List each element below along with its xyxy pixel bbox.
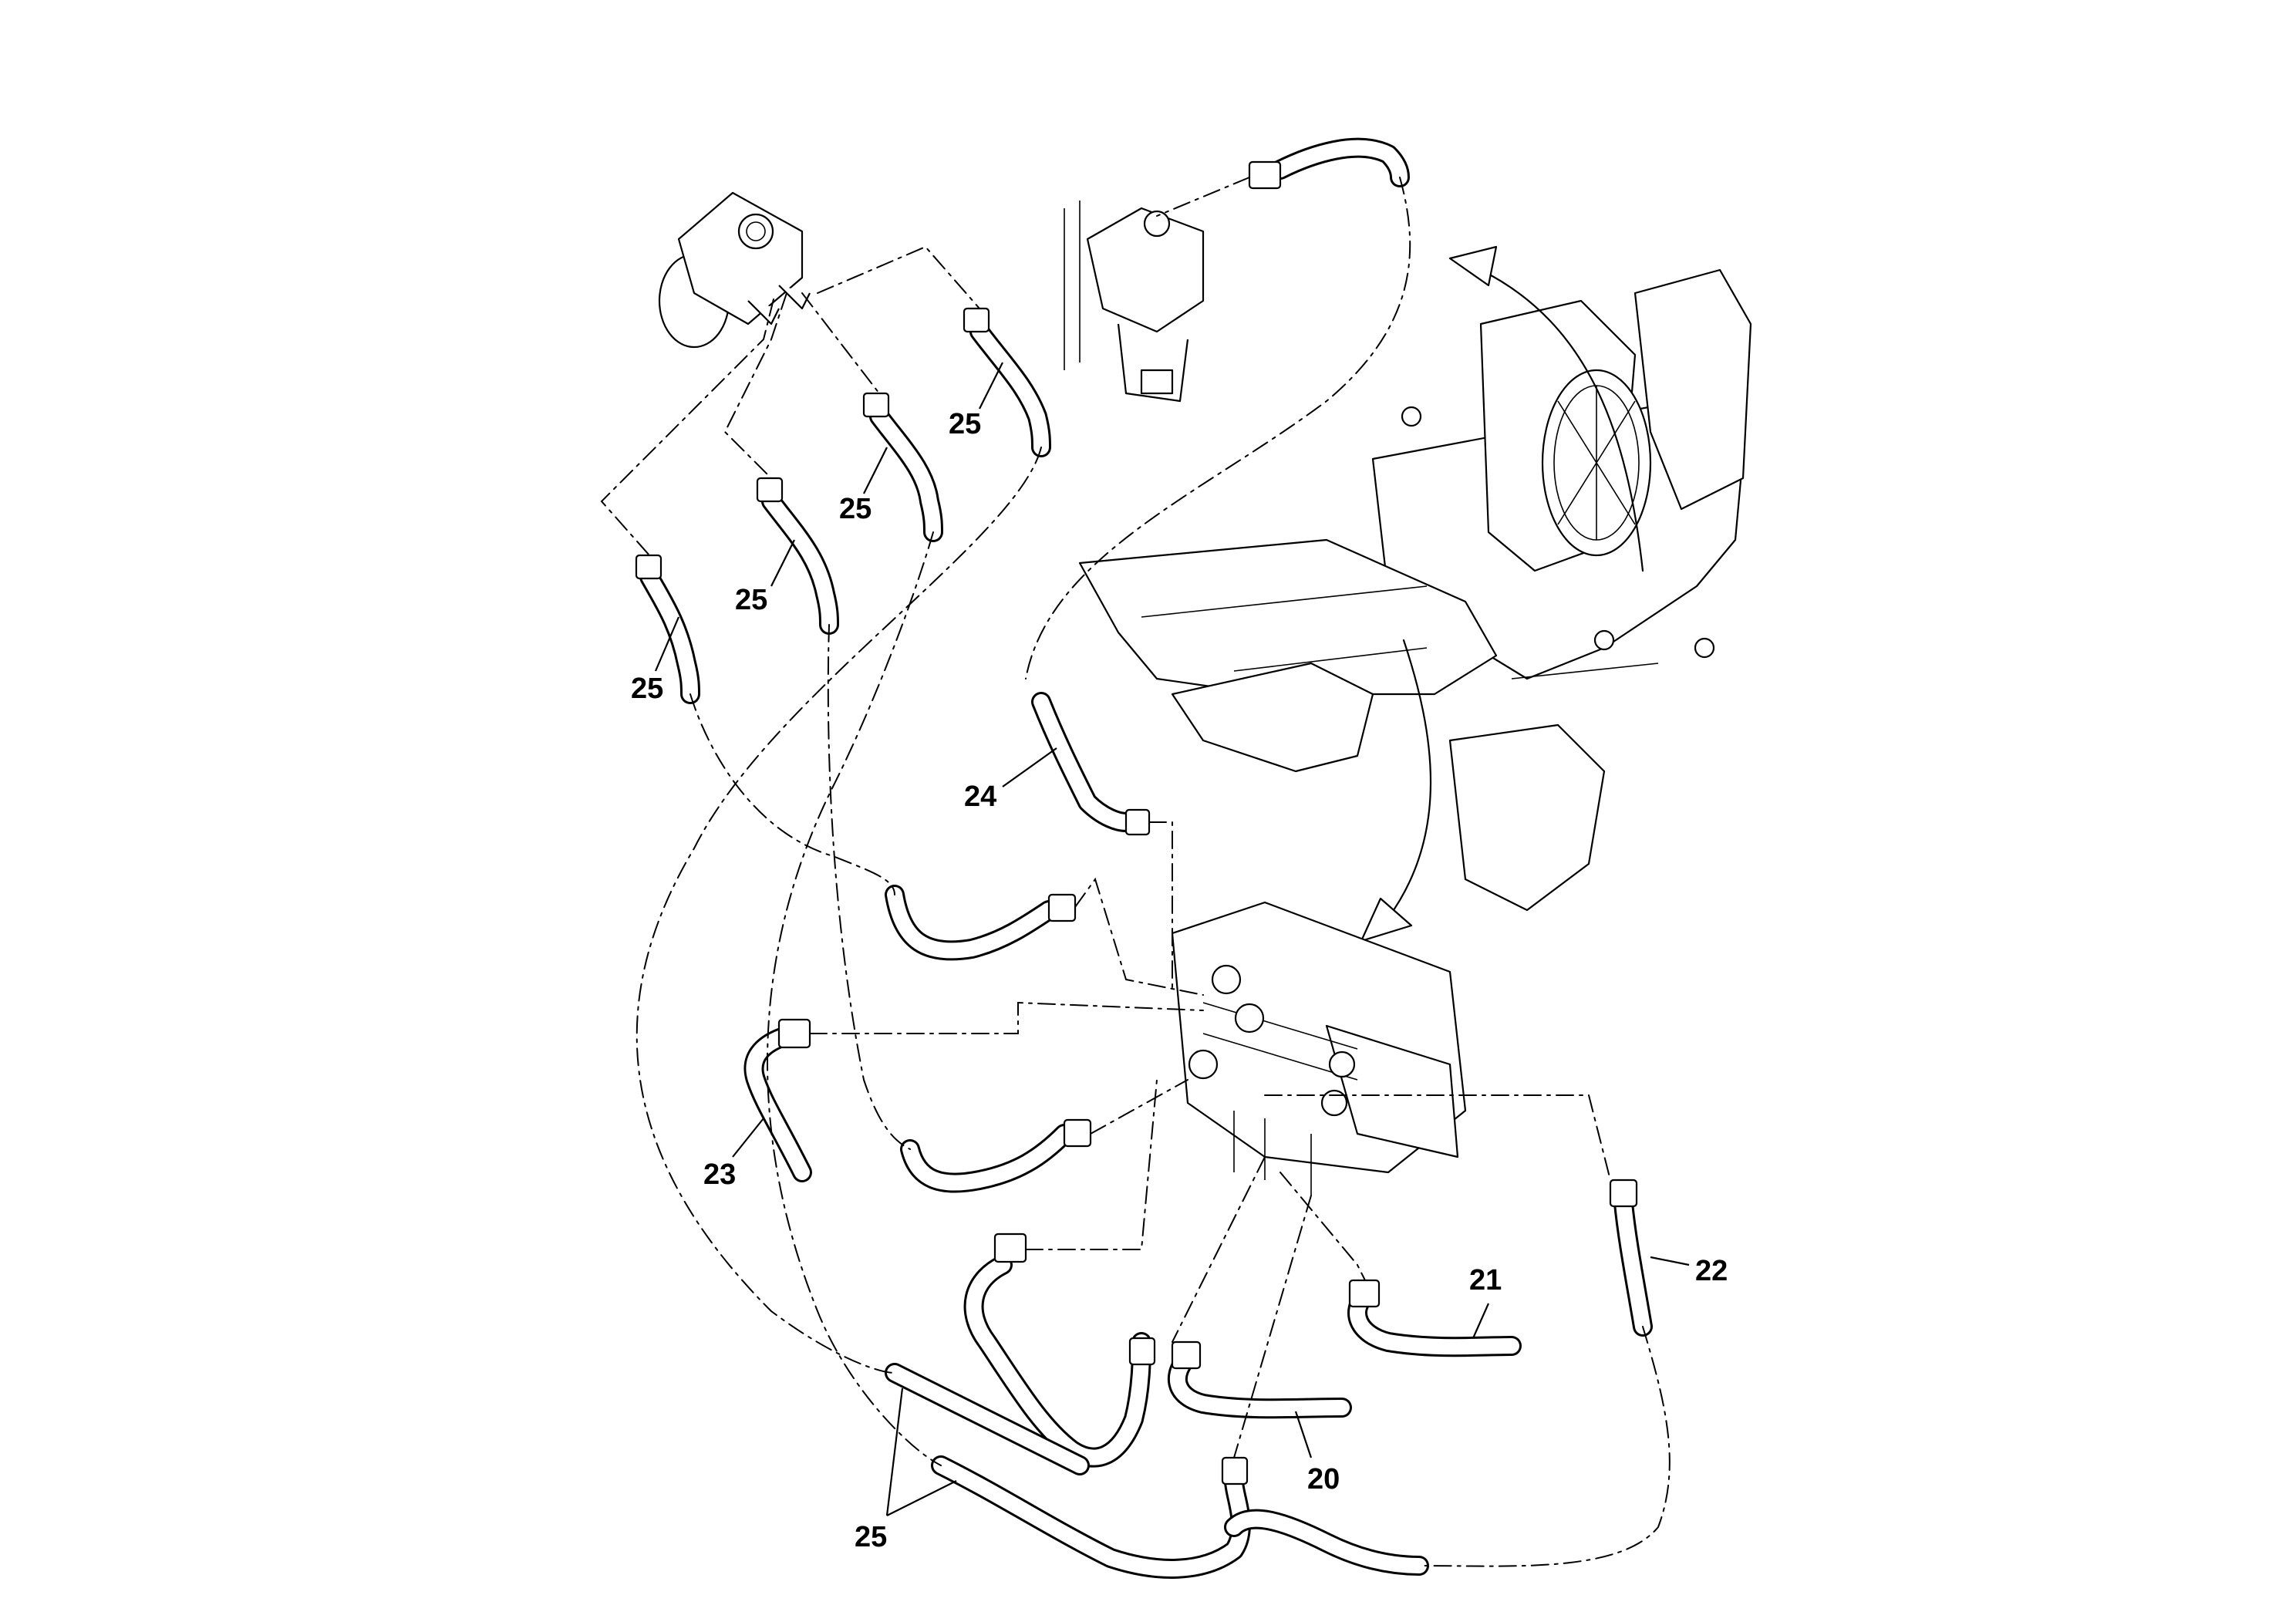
callout-25-c: 25	[839, 493, 872, 525]
curved-arrow-up-icon	[1448, 245, 1644, 572]
main-valve-block	[1171, 901, 1467, 1195]
hose-upper	[1248, 137, 1410, 190]
curved-arrow-down-icon	[1360, 639, 1432, 943]
hose-25-e-upper	[885, 1363, 1090, 1475]
callout-23: 23	[703, 1158, 736, 1191]
callout-25-e: 25	[855, 1521, 887, 1553]
callout-24: 24	[964, 781, 996, 813]
callout-20: 20	[1307, 1463, 1340, 1496]
control-valve	[1064, 201, 1205, 403]
hose-bottom-right	[1224, 1509, 1429, 1576]
hose-25-a	[635, 554, 700, 704]
callout-25-a: 25	[631, 673, 663, 705]
hose-23	[743, 1018, 812, 1182]
callout-21: 21	[1469, 1264, 1502, 1297]
hose-20	[1167, 1340, 1352, 1419]
hose-long-left	[963, 1233, 1156, 1468]
leader-lines	[654, 362, 1690, 1516]
hose-lower-left	[900, 1118, 1092, 1193]
hose-25-c	[862, 392, 943, 542]
hose-mid-left	[885, 885, 1077, 961]
machine-frame	[1078, 268, 1752, 912]
callout-22: 22	[1695, 1255, 1728, 1287]
connection-lines	[600, 177, 1671, 1567]
hose-25-d	[963, 307, 1051, 457]
hose-22	[1609, 1179, 1653, 1337]
hose-25-b	[756, 477, 839, 635]
callout-labels: 25 25 25 25 24 23 22 21 20 25	[631, 408, 1728, 1553]
callout-25-d: 25	[949, 408, 981, 440]
callout-25-b: 25	[735, 584, 767, 616]
hydraulic-pump	[658, 191, 811, 349]
hose-25-e-lower	[931, 1455, 1251, 1579]
hose-24	[1031, 692, 1151, 836]
